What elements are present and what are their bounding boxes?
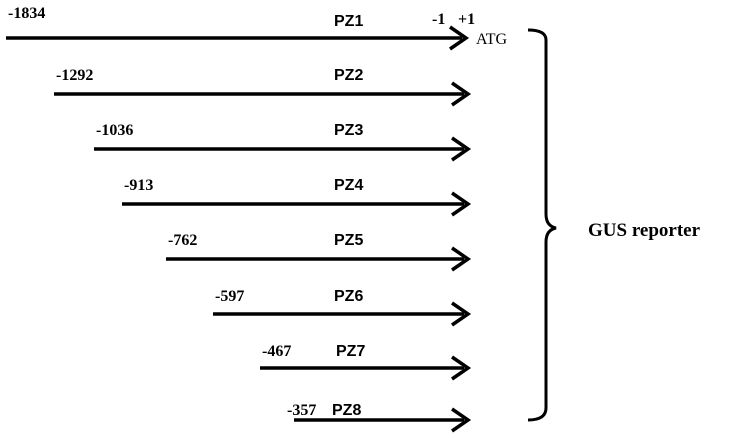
position-label-pz8: -357	[287, 402, 316, 419]
atg-label: ATG	[476, 31, 508, 48]
arrow-head-pz8	[451, 407, 472, 433]
construct-arrows: -1834 PZ1 -1292 PZ2 -1036 PZ3 -913 PZ4 -762 PZ5 -5…	[6, 5, 472, 433]
plus-one-label: +1	[458, 11, 475, 28]
construct-label-pz5: PZ5	[334, 232, 363, 249]
arrow-head-pz2	[451, 81, 472, 107]
arrow-head-pz5	[451, 246, 472, 272]
construct-label-pz1: PZ1	[334, 13, 363, 30]
position-label-pz4: -913	[124, 177, 153, 194]
arrow-head-pz6	[451, 301, 472, 327]
construct-label-pz8: PZ8	[332, 402, 361, 419]
arrow-head-pz7	[451, 355, 472, 381]
position-label-pz7: -467	[262, 343, 291, 360]
reporter-bracket	[527, 28, 557, 422]
position-label-pz3: -1036	[96, 122, 133, 139]
construct-label-pz4: PZ4	[334, 177, 363, 194]
arrow-head-pz1	[449, 25, 470, 51]
construct-label-pz2: PZ2	[334, 67, 363, 84]
position-label-pz1: -1834	[8, 5, 45, 22]
position-label-pz2: -1292	[56, 67, 93, 84]
reporter-label: GUS reporter	[588, 220, 701, 241]
position-label-pz5: -762	[168, 232, 197, 249]
minus-one-label: -1	[432, 11, 445, 28]
construct-label-pz6: PZ6	[334, 288, 363, 305]
arrow-head-pz3	[451, 136, 472, 162]
construct-label-pz3: PZ3	[334, 122, 363, 139]
construct-label-pz7: PZ7	[336, 343, 365, 360]
arrow-head-pz4	[451, 191, 472, 217]
position-label-pz6: -597	[215, 288, 244, 305]
